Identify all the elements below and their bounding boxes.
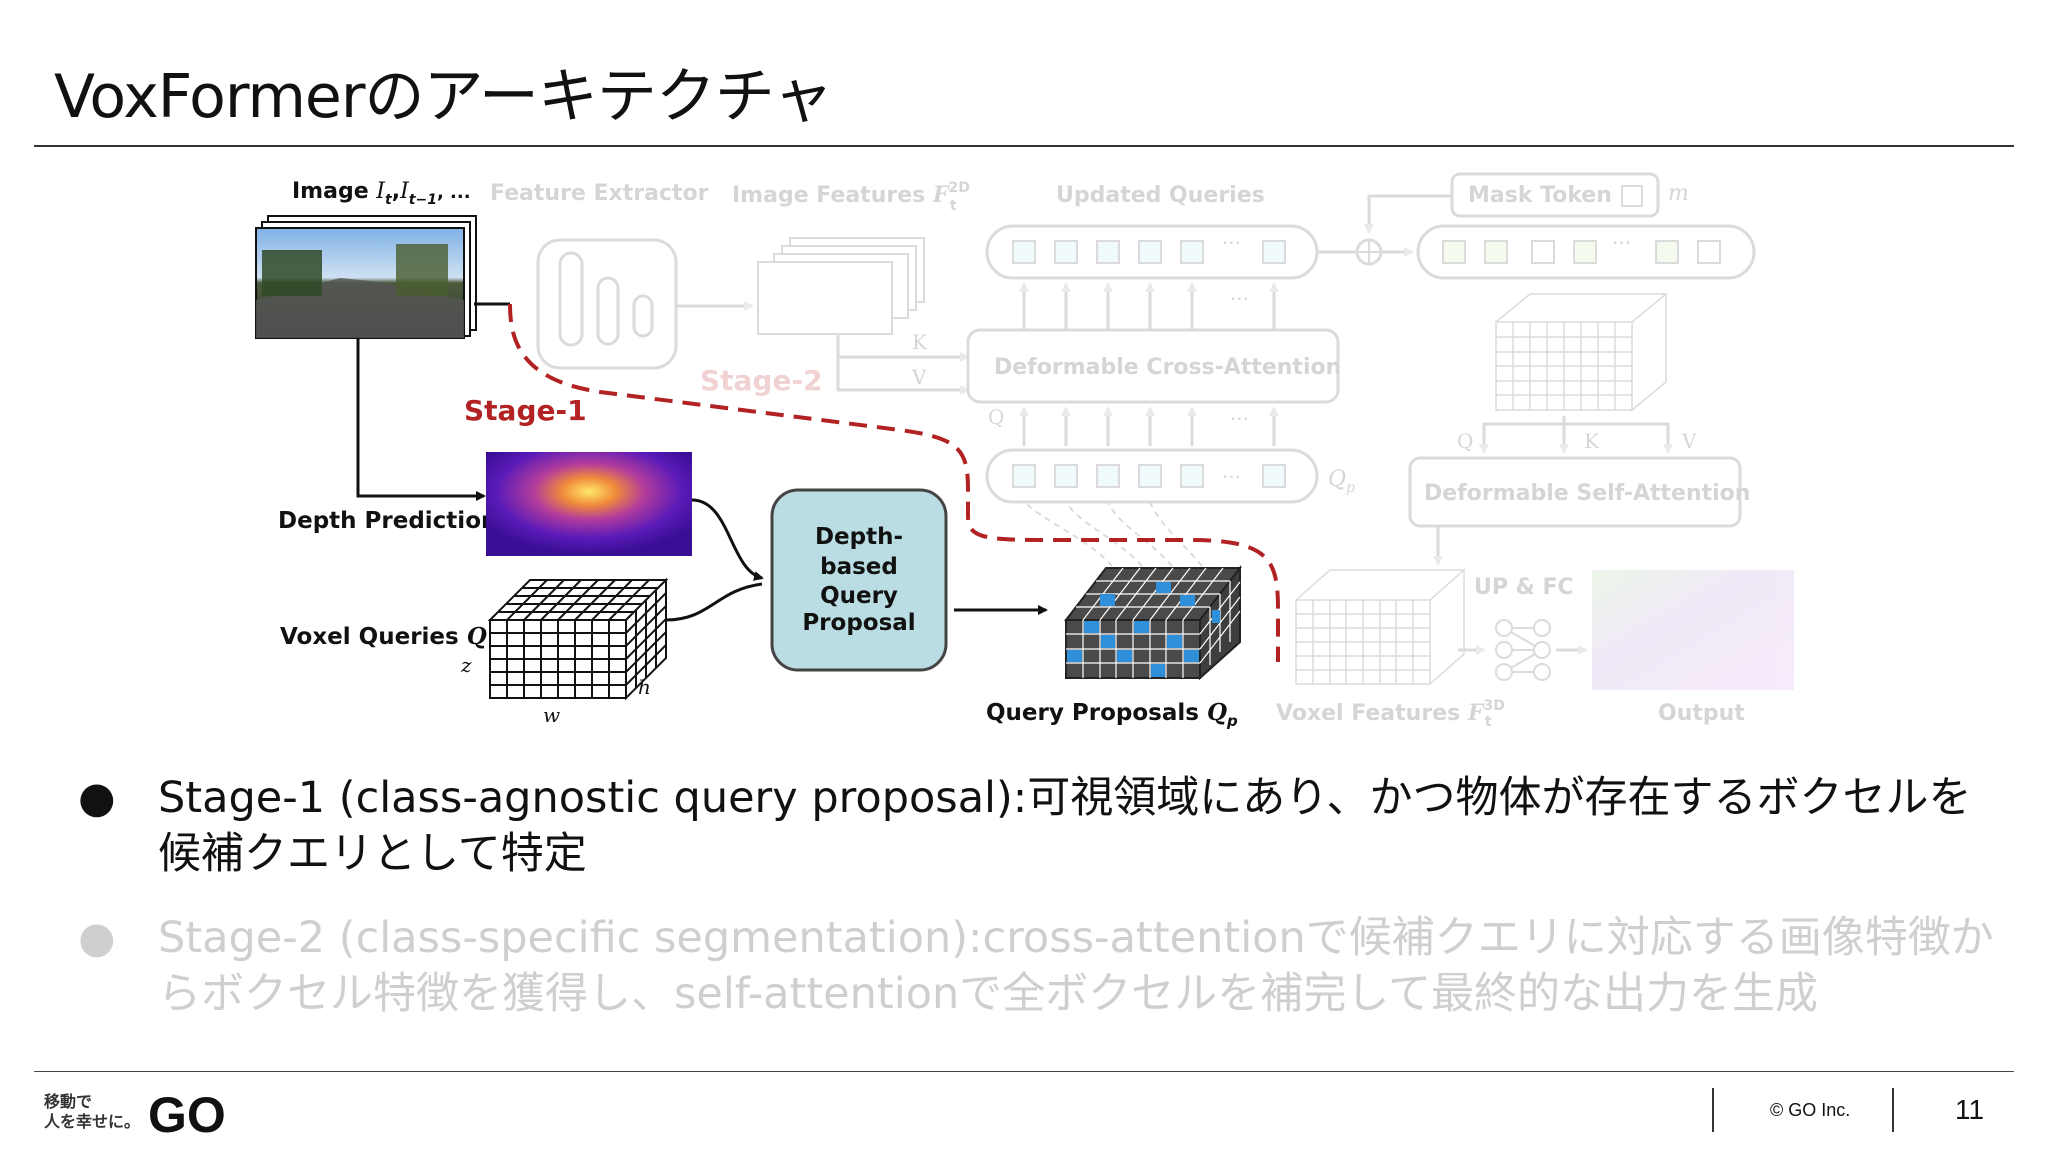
depth-prediction-label: Depth Prediction	[278, 508, 497, 534]
axis-z-label: z	[460, 653, 472, 677]
voxel-queries-label: Voxel Queries Q	[280, 623, 487, 650]
query-proposals-label: Query Proposals Qp	[986, 699, 1238, 730]
title-divider	[34, 145, 2014, 147]
proposal-line-2: based	[820, 554, 898, 580]
updated-query-cubes	[1012, 240, 1286, 264]
add-operator	[1355, 238, 1383, 266]
footer-divider	[34, 1071, 2014, 1072]
cross-dots-bottom: ...	[1230, 401, 1249, 425]
v-label: V	[911, 365, 927, 389]
image-label: Image It,It−1, ...	[292, 179, 471, 208]
output-image	[1592, 570, 1794, 690]
stage1-dashed-boundary	[508, 303, 1280, 662]
cross-up-arrows	[1019, 282, 1279, 446]
full-query-cubes	[1442, 240, 1721, 264]
feature-map-4	[789, 237, 925, 303]
up-fc-label: UP & FC	[1474, 575, 1574, 600]
mlp-icon	[1495, 619, 1551, 681]
qp-label: Qp	[1328, 467, 1355, 496]
deformable-self-label: Deformable Self-Attention	[1424, 481, 1750, 506]
qp-dots: ...	[1222, 459, 1241, 483]
proposal-line-1: Depth-	[815, 524, 903, 550]
svg-text:GO: GO	[148, 1087, 226, 1143]
qp-queries-box	[985, 448, 1319, 504]
bullet-stage2: ● Stage-2 (class-specific segmentation):…	[78, 910, 1998, 1022]
cross-dots-top: ...	[1230, 281, 1249, 305]
self-q-label: Q	[1457, 429, 1473, 453]
footer-separator	[1892, 1088, 1894, 1132]
self-v-label: V	[1681, 429, 1697, 453]
input-image-stack	[255, 215, 477, 339]
copyright: © GO Inc.	[1770, 1100, 1851, 1120]
axis-w-label: w	[543, 703, 560, 727]
updated-queries-label: Updated Queries	[1056, 183, 1265, 208]
mask-token-cube	[1621, 185, 1643, 207]
updated-queries-box	[985, 224, 1319, 280]
proposal-line-3: Query	[820, 583, 898, 609]
feature-map-3	[781, 245, 917, 311]
voxel-queries-grid	[487, 577, 669, 701]
qkv-arrows	[1479, 416, 1673, 454]
image-to-depth-arrow	[356, 338, 486, 501]
mid-voxel-grid	[1495, 293, 1669, 411]
depth-map-image	[486, 452, 692, 556]
full-queries-dots: ...	[1612, 225, 1631, 249]
updated-queries-dots: ...	[1222, 225, 1241, 249]
depth-based-query-proposal-box	[770, 488, 948, 672]
stage2-label: Stage-2	[700, 364, 823, 397]
feature-map-2	[773, 253, 909, 319]
bullet-stage1: ● Stage-1 (class-agnostic query proposal…	[78, 770, 1998, 882]
k-label: K	[912, 330, 928, 354]
axis-h-label: h	[638, 675, 651, 699]
voxel-features-grid	[1295, 569, 1466, 685]
fe-bar-3	[632, 294, 654, 338]
proposal-to-qp-dashes	[1023, 501, 1203, 567]
proposal-line-4: Proposal	[802, 610, 915, 636]
output-label: Output	[1658, 701, 1745, 726]
feature-extractor-label: Feature Extractor	[490, 181, 709, 206]
stage1-label: Stage-1	[464, 394, 587, 427]
full-queries-box	[1416, 224, 1756, 280]
bullet-marker: ●	[78, 773, 116, 823]
mask-token-label: Mask Token	[1468, 183, 1612, 208]
slide-title: VoxFormerのアーキテクチャ	[54, 62, 833, 132]
fe-bar-2	[596, 276, 620, 346]
fe-bar-1	[558, 251, 584, 347]
deformable-cross-box	[966, 328, 1340, 404]
depth-to-proposal-arrow	[691, 498, 764, 581]
bullet-list: ● Stage-1 (class-agnostic query proposal…	[78, 770, 1998, 1050]
deformable-self-box	[1408, 456, 1742, 528]
deformable-cross-label: Deformable Cross-Attention	[994, 355, 1341, 380]
feature-extractor-box	[536, 238, 678, 370]
bullet-text: Stage-1 (class-agnostic query proposal):…	[158, 773, 1972, 879]
v-arrow	[836, 357, 970, 395]
voxel-to-proposal-arrow	[665, 582, 763, 622]
qp-query-cubes	[1012, 464, 1286, 488]
bullet-text: Stage-2 (class-specific segmentation):cr…	[158, 913, 1994, 1019]
mask-token-m: m	[1668, 181, 1689, 206]
bullet-marker: ●	[78, 913, 116, 963]
page-number: 11	[1955, 1094, 1985, 1125]
go-logo: GO	[148, 1087, 226, 1143]
k-arrow	[836, 334, 970, 362]
footer-separator	[1712, 1088, 1714, 1132]
mask-token-arrow	[1364, 194, 1452, 234]
query-proposals-grid	[1063, 565, 1243, 681]
feature-map-1	[757, 261, 893, 335]
cross-q-label: Q	[988, 405, 1004, 429]
mask-token-box	[1450, 172, 1660, 218]
company-tagline: 移動で 人を幸せに。	[44, 1092, 141, 1131]
self-k-label: K	[1584, 429, 1600, 453]
